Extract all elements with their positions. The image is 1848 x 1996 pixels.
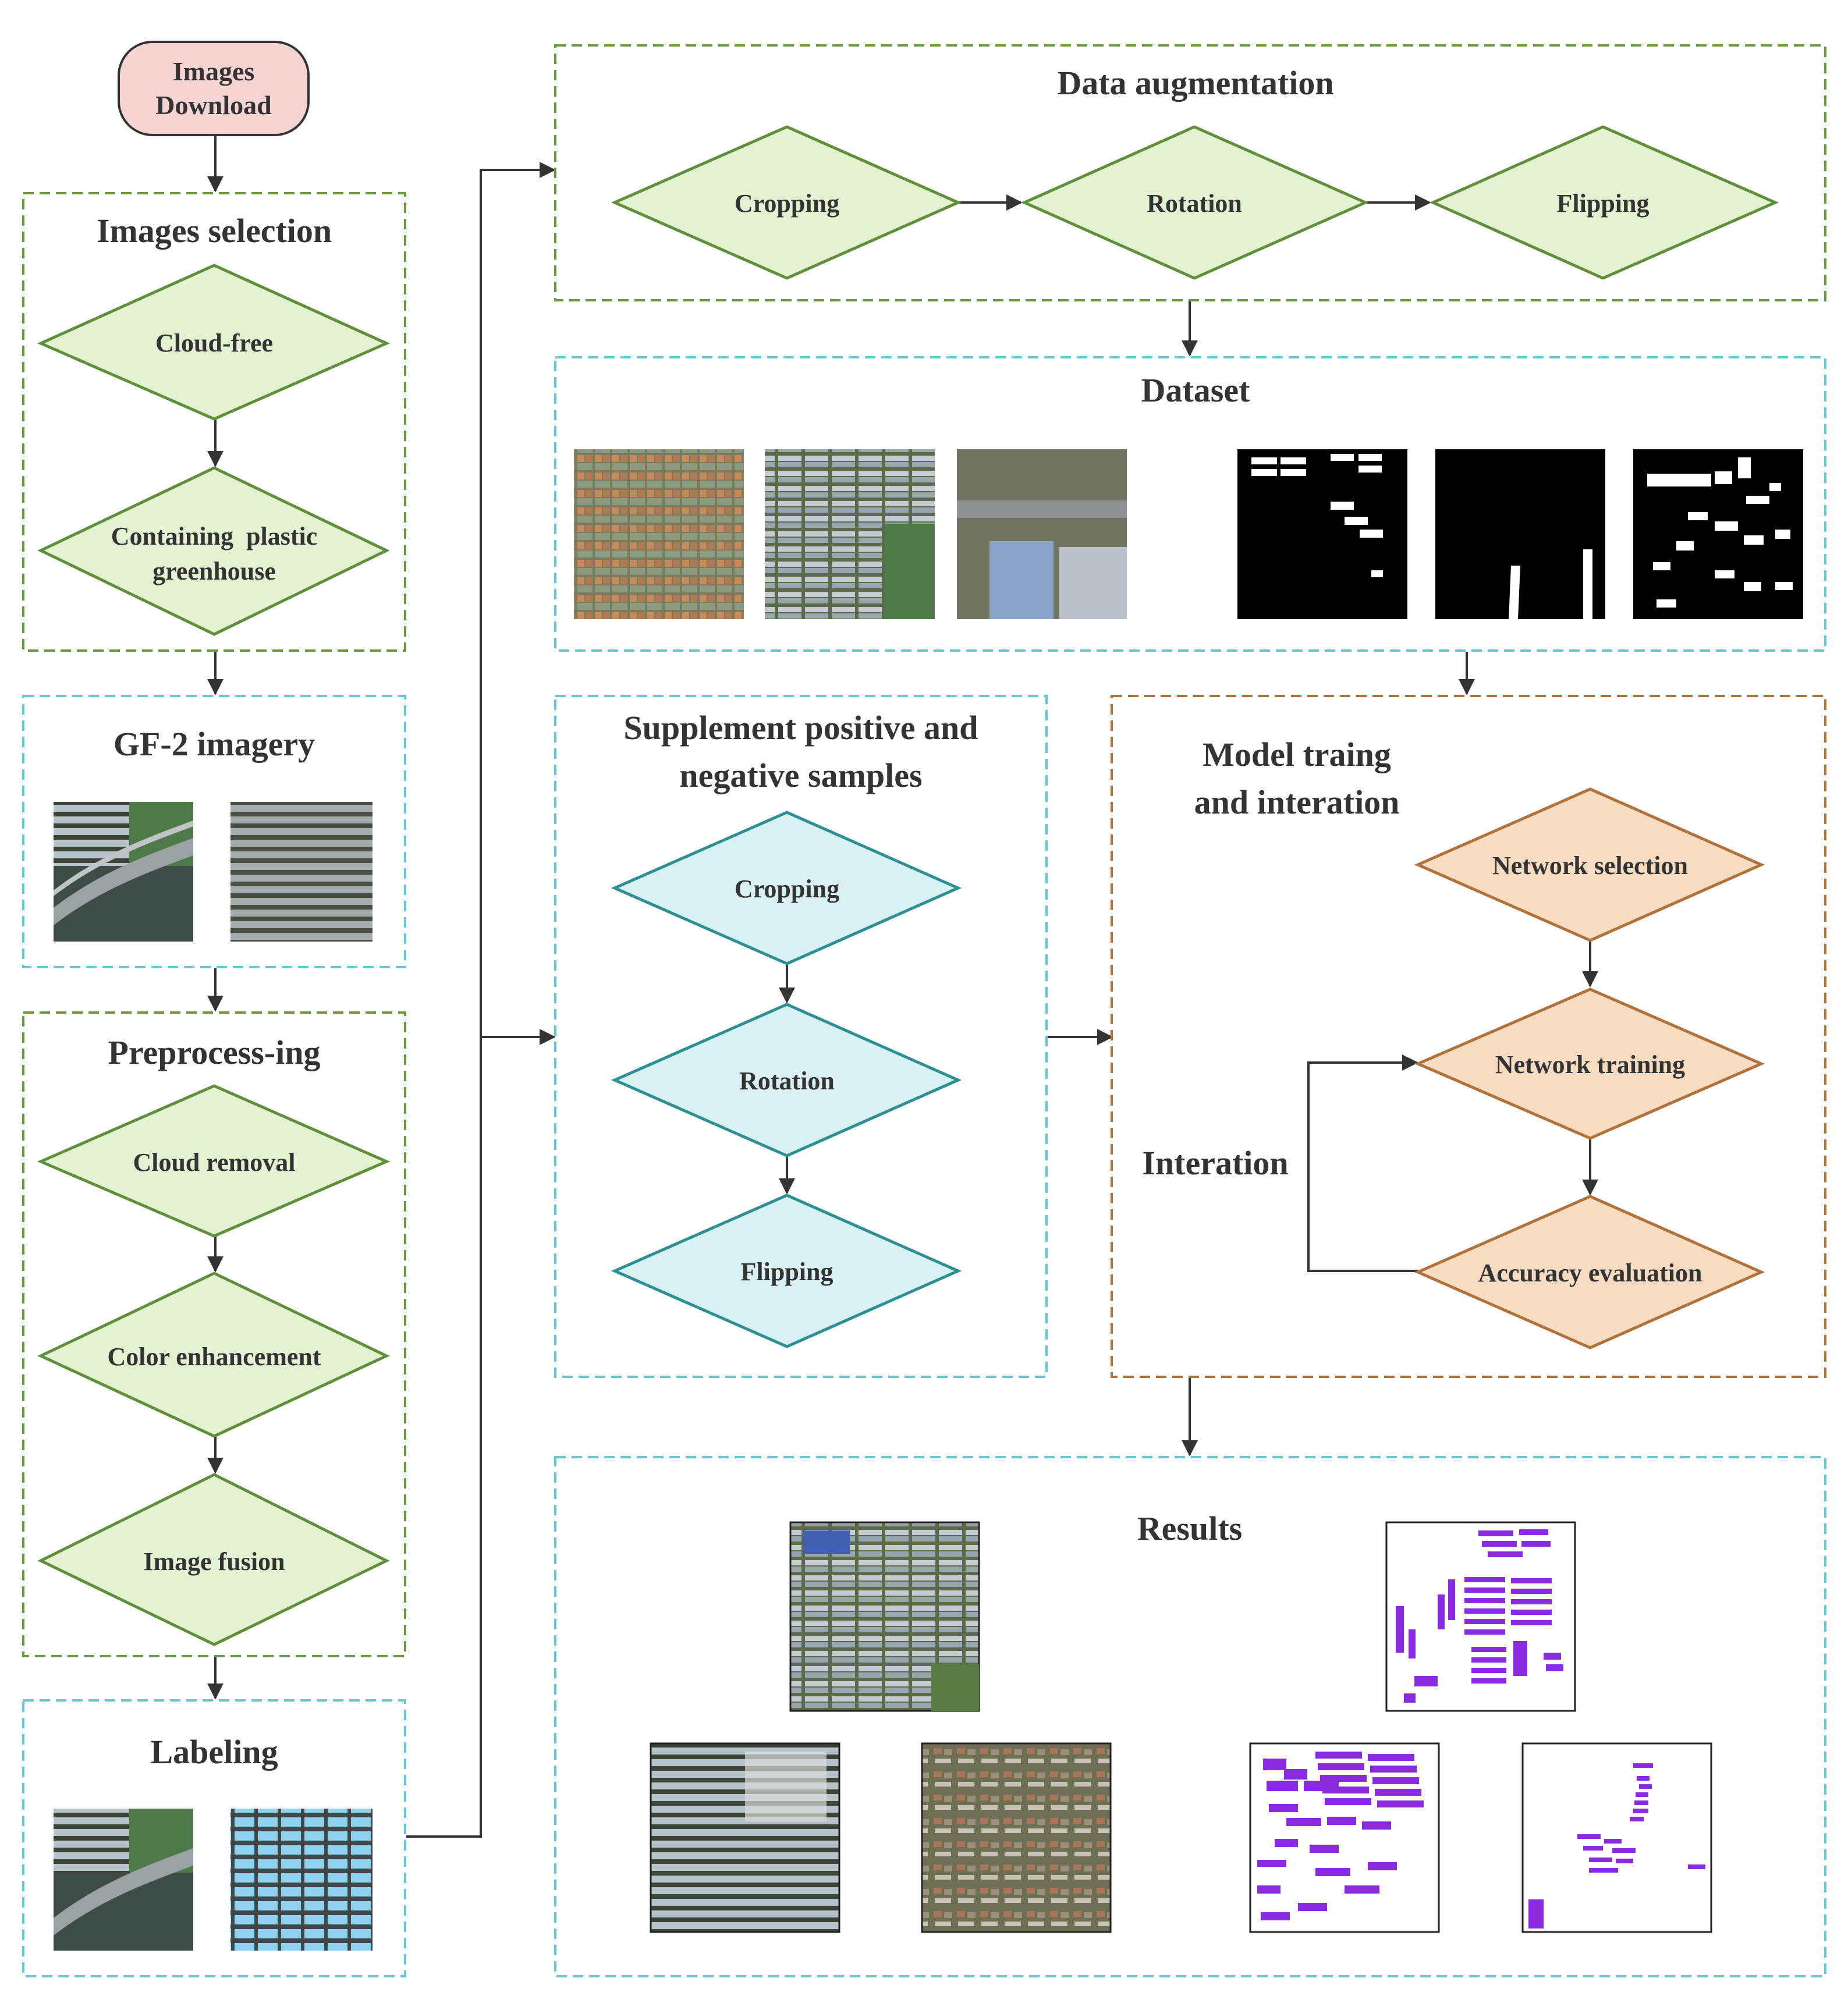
- network-selection-diamond: Network selection: [1414, 787, 1765, 942]
- labeling-title: Labeling: [150, 1733, 278, 1771]
- accuracy-evaluation-label: Accuracy evaluation: [1478, 1259, 1702, 1287]
- result-image-2: [650, 1742, 840, 1933]
- result-image-3: [921, 1742, 1112, 1933]
- dataset-mask-3: [1633, 449, 1803, 619]
- labeling-thumbnail-2: [230, 1809, 373, 1951]
- model-title-line2: and interation: [1194, 783, 1400, 821]
- dataset-image-1: [574, 449, 744, 619]
- aug-cropping-diamond: Cropping: [611, 125, 962, 280]
- cloud-removal-label: Cloud removal: [133, 1148, 295, 1177]
- dataset-image-2: [765, 449, 935, 619]
- color-enhancement-label: Color enhancement: [107, 1342, 321, 1371]
- arrow-labeling-to-branches: [406, 162, 556, 1838]
- network-selection-label: Network selection: [1492, 851, 1688, 880]
- sup-cropping-diamond: Cropping: [611, 811, 962, 965]
- images-download-line1: Images: [173, 56, 255, 86]
- aug-cropping-label: Cropping: [735, 189, 839, 218]
- containing-greenhouse-line2: greenhouse: [152, 557, 276, 585]
- results-title: Results: [1137, 1510, 1242, 1547]
- arrow-iteration-loop: [1307, 1054, 1418, 1272]
- prediction-mask-2: [1249, 1742, 1440, 1933]
- labeling-thumbnail-1: [54, 1809, 193, 1951]
- supplement-title-line2: negative samples: [679, 757, 922, 794]
- images-download-node: Images Download: [118, 41, 310, 136]
- dataset-mask-1: [1237, 449, 1407, 619]
- result-image-1: [789, 1521, 980, 1712]
- containing-greenhouse-line1: Containing plastic: [111, 522, 318, 551]
- images-selection-title: Images selection: [97, 212, 332, 250]
- aug-rotation-diamond: Rotation: [1020, 125, 1370, 280]
- model-training-panel: Model traing and interation Network sele…: [1111, 695, 1826, 1378]
- results-panel: Results: [554, 1456, 1826, 1977]
- accuracy-evaluation-diamond: Accuracy evaluation: [1414, 1195, 1765, 1349]
- supplement-samples-panel: Supplement positive and negative samples…: [554, 695, 1048, 1378]
- dataset-panel: Dataset: [554, 356, 1826, 652]
- preprocessing-panel: Preprocess-ing Cloud removal Color enhan…: [22, 1011, 406, 1657]
- dataset-image-3: [957, 449, 1127, 619]
- data-augmentation-panel: Data augmentation Cropping Rotation Flip…: [554, 44, 1826, 301]
- prediction-mask-3: [1521, 1742, 1712, 1933]
- network-training-label: Network training: [1495, 1050, 1685, 1079]
- preprocessing-title: Preprocess-ing: [108, 1033, 320, 1071]
- connectors: [207, 135, 1598, 1838]
- cloud-removal-diamond: Cloud removal: [37, 1084, 391, 1238]
- cloud-free-diamond: Cloud-free: [37, 264, 391, 421]
- gf2-thumbnail-1: [54, 802, 193, 942]
- image-fusion-diamond: Image fusion: [37, 1473, 390, 1646]
- aug-flipping-diamond: Flipping: [1429, 125, 1779, 280]
- sup-cropping-label: Cropping: [735, 875, 839, 903]
- containing-greenhouse-diamond: Containing plastic greenhouse: [37, 466, 390, 636]
- sup-rotation-label: Rotation: [739, 1067, 835, 1095]
- sup-flipping-diamond: Flipping: [611, 1194, 962, 1348]
- model-title-line1: Model traing: [1203, 736, 1391, 773]
- labeling-panel: Labeling: [22, 1699, 406, 1977]
- network-training-diamond: Network training: [1414, 988, 1765, 1140]
- gf2-thumbnail-2: [230, 802, 373, 942]
- images-selection-panel: Images selection Cloud-free Containing p…: [22, 192, 406, 652]
- aug-rotation-label: Rotation: [1147, 189, 1242, 218]
- images-download-line2: Download: [155, 90, 272, 120]
- color-enhancement-diamond: Color enhancement: [37, 1272, 390, 1438]
- aug-flipping-label: Flipping: [1557, 189, 1650, 218]
- cloud-free-label: Cloud-free: [155, 329, 273, 357]
- sup-rotation-diamond: Rotation: [611, 1003, 962, 1157]
- sup-flipping-label: Flipping: [741, 1258, 833, 1286]
- iteration-loop-label: Interation: [1142, 1144, 1288, 1182]
- gf2-imagery-title: GF-2 imagery: [113, 725, 315, 763]
- gf2-imagery-panel: GF-2 imagery: [22, 695, 406, 968]
- dataset-title: Dataset: [1141, 371, 1251, 409]
- supplement-title-line1: Supplement positive and: [623, 709, 978, 747]
- dataset-mask-2: [1435, 449, 1605, 619]
- prediction-mask-1: [1385, 1521, 1576, 1712]
- image-fusion-label: Image fusion: [143, 1547, 285, 1576]
- data-augmentation-title: Data augmentation: [1057, 64, 1333, 102]
